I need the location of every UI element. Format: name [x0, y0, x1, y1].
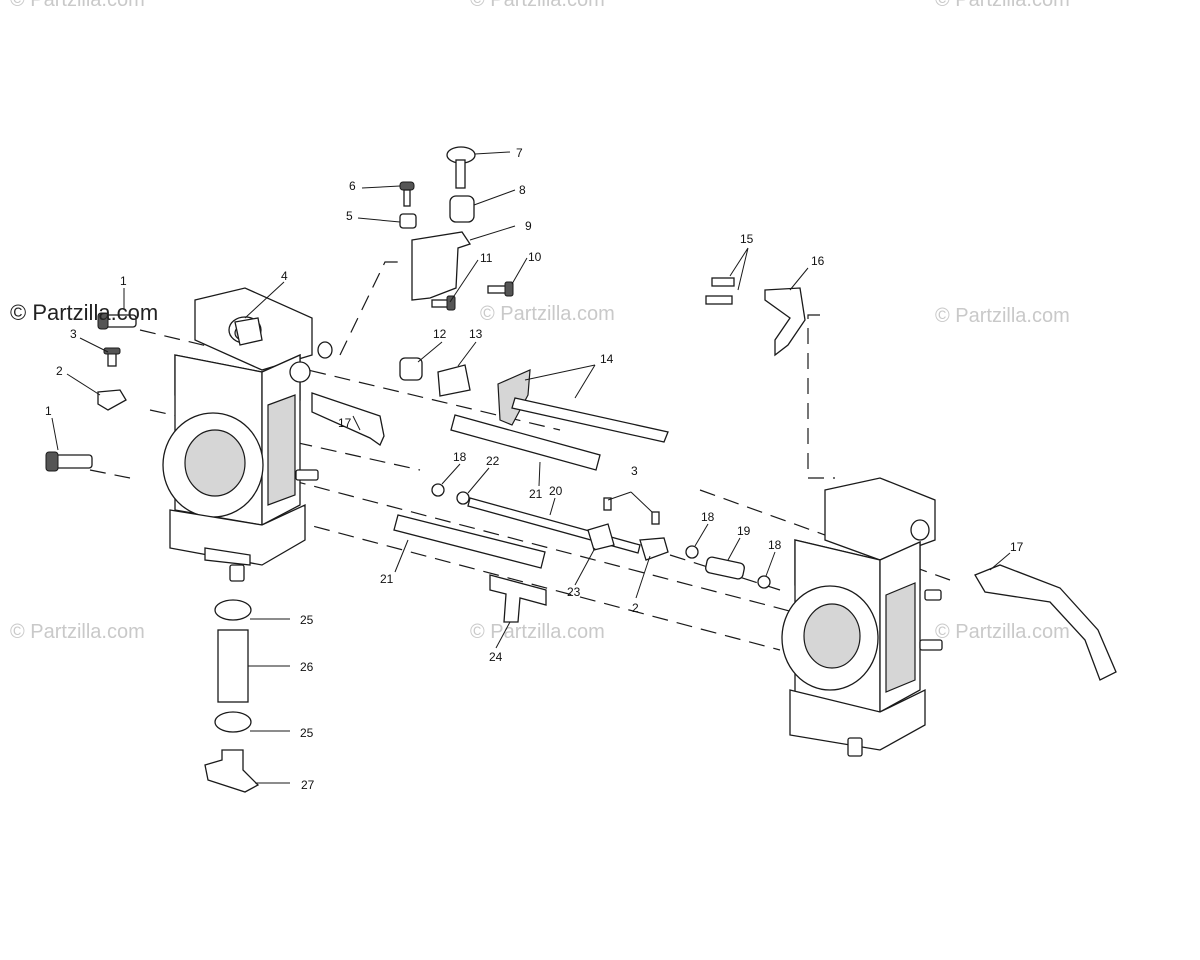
- callout-18: 18: [453, 450, 467, 464]
- callout-16: 16: [811, 254, 825, 268]
- callout-20: 20: [549, 484, 563, 498]
- rod-21-upper: [450, 414, 601, 471]
- callout-8: 8: [519, 183, 526, 197]
- spring-19: [705, 556, 745, 580]
- tube-26: [217, 629, 249, 703]
- clamp-2-left: [97, 389, 127, 411]
- callout-1: 1: [45, 404, 52, 418]
- watermark-text: © Partzilla.com: [935, 305, 1070, 327]
- screw-1-upper: [97, 312, 137, 330]
- leader-lines: [51, 151, 1011, 784]
- callout-18: 18: [701, 510, 715, 524]
- spring-5: [399, 213, 417, 229]
- callout-25: 25: [300, 726, 314, 740]
- sleeve-13: [437, 364, 471, 397]
- lever-14: [497, 369, 531, 426]
- screws-3-right: [603, 497, 660, 525]
- callout-19: 19: [737, 524, 751, 538]
- callout-4: 4: [281, 269, 288, 283]
- bracket-9: [411, 231, 472, 301]
- callout-12: 12: [433, 327, 447, 341]
- clamp-25-lower: [214, 711, 252, 733]
- watermark-text: © Partzilla.com: [935, 0, 1070, 11]
- watermark-text: © Partzilla.com: [480, 303, 615, 325]
- callout-numbers: 1 1 2 2 3 3 4 5 6 7 8 9 10 11 12 13 14 1…: [45, 146, 1024, 792]
- screw-3-left: [103, 347, 121, 367]
- callout-6: 6: [349, 179, 356, 193]
- callout-7: 7: [516, 146, 523, 160]
- callout-24: 24: [489, 650, 503, 664]
- screw-10: [487, 281, 514, 297]
- clamp-2-right: [639, 537, 669, 561]
- callout-14: 14: [600, 352, 614, 366]
- callout-25: 25: [300, 613, 314, 627]
- hose-17-right: [974, 564, 1117, 681]
- callout-5: 5: [346, 209, 353, 223]
- tee-24: [489, 574, 547, 623]
- bracket-16: [764, 287, 806, 357]
- watermark-text: © Partzilla.com: [935, 621, 1070, 643]
- callout-17: 17: [1010, 540, 1024, 554]
- hose-17-left: [311, 392, 385, 446]
- clip-18-c: [757, 575, 771, 589]
- callout-9: 9: [525, 219, 532, 233]
- hardware-parts: [45, 146, 1117, 793]
- rod-21-lower: [393, 514, 546, 569]
- spring-12: [399, 357, 423, 381]
- callout-11: 11: [480, 251, 493, 265]
- callout-2: 2: [632, 601, 639, 615]
- clip-18-a: [431, 483, 445, 497]
- callout-3: 3: [631, 464, 638, 478]
- clamp-25-upper: [214, 599, 252, 621]
- screw-1-lower: [45, 451, 93, 472]
- right-carburetor: [781, 477, 943, 757]
- callout-2: 2: [56, 364, 63, 378]
- callout-1: 1: [120, 274, 127, 288]
- screw-11: [431, 295, 456, 311]
- watermark-text: © Partzilla.com: [470, 621, 605, 643]
- callout-22: 22: [486, 454, 500, 468]
- spring-8: [449, 195, 475, 223]
- watermark-text: © Partzilla.com: [10, 0, 145, 11]
- watermarks: © Partzilla.com © Partzilla.com © Partzi…: [10, 0, 1070, 643]
- tee-27: [204, 749, 260, 793]
- callout-21: 21: [529, 487, 543, 501]
- callout-18: 18: [768, 538, 782, 552]
- lever-23: [587, 523, 615, 551]
- callout-3: 3: [70, 327, 77, 341]
- adjuster-7: [446, 146, 476, 189]
- shaft-14: [511, 397, 669, 443]
- callout-23: 23: [567, 585, 581, 599]
- callout-15: 15: [740, 232, 754, 246]
- callout-21: 21: [380, 572, 394, 586]
- plunger-4: [234, 317, 263, 346]
- watermark-text: © Partzilla.com: [10, 621, 145, 643]
- callout-13: 13: [469, 327, 483, 341]
- callout-26: 26: [300, 660, 314, 674]
- callout-27: 27: [301, 778, 315, 792]
- callout-17: 17: [338, 416, 352, 430]
- eclip-22: [456, 491, 470, 505]
- screws-15: [705, 277, 735, 305]
- callout-10: 10: [528, 250, 542, 264]
- watermark-text: © Partzilla.com: [470, 0, 605, 11]
- clip-18-b: [685, 545, 699, 559]
- brand-watermark-label: © Partzilla.com: [10, 300, 159, 325]
- left-carburetor: [162, 287, 333, 582]
- screw-6: [399, 181, 415, 207]
